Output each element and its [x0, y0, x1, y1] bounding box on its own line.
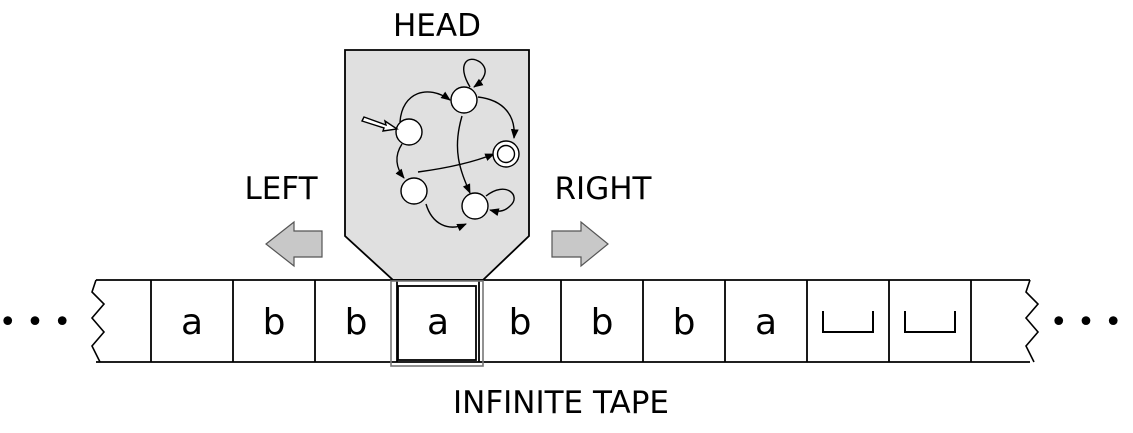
transition-start-to-top	[399, 91, 451, 123]
state-left	[400, 177, 428, 205]
tape-cell-symbol: a	[181, 302, 203, 343]
head-label: HEAD	[393, 8, 481, 44]
tape-right-ellipsis: • • •	[1050, 305, 1122, 340]
start-arrow	[361, 116, 399, 132]
right-label: RIGHT	[555, 171, 653, 207]
tape-label: INFINITE TAPE	[453, 385, 669, 421]
state-accept-inner	[496, 144, 516, 164]
tape-cell-symbol: a	[427, 302, 449, 343]
tape-left-ellipsis: • • •	[0, 305, 71, 340]
right-arrow	[551, 220, 609, 268]
state-top	[450, 86, 478, 114]
left-arrow	[265, 220, 323, 268]
transition-top-to-bottom	[456, 115, 471, 194]
transition-top-self-loop	[463, 58, 486, 88]
tape-cell-symbol: b	[345, 302, 368, 343]
transition-bottom-self-loop	[485, 188, 515, 216]
tape-cell-symbol: a	[755, 302, 777, 343]
transition-bottom-to-accept	[417, 153, 495, 173]
tape-cell-symbol: b	[591, 302, 614, 343]
tape-cell-blank-symbol	[904, 311, 956, 333]
left-label: LEFT	[244, 171, 318, 207]
head-cell-outer-frame	[390, 280, 484, 367]
transition-left-to-bottom	[425, 203, 467, 232]
tape-left-torn-edge	[90, 279, 106, 363]
tape-cell-symbol: b	[263, 302, 286, 343]
tape-cell-symbol: b	[673, 302, 696, 343]
transition-top-to-accept	[477, 96, 519, 139]
state-start	[395, 118, 423, 146]
tape-right-torn-edge	[1024, 279, 1040, 363]
tape-cell-symbol: b	[509, 302, 532, 343]
state-bottom	[461, 192, 489, 220]
head-cell-inner-frame	[397, 285, 477, 361]
state-machine	[361, 58, 520, 232]
tape-cell-blank-symbol	[822, 311, 874, 333]
transition-start-to-left	[395, 143, 405, 179]
